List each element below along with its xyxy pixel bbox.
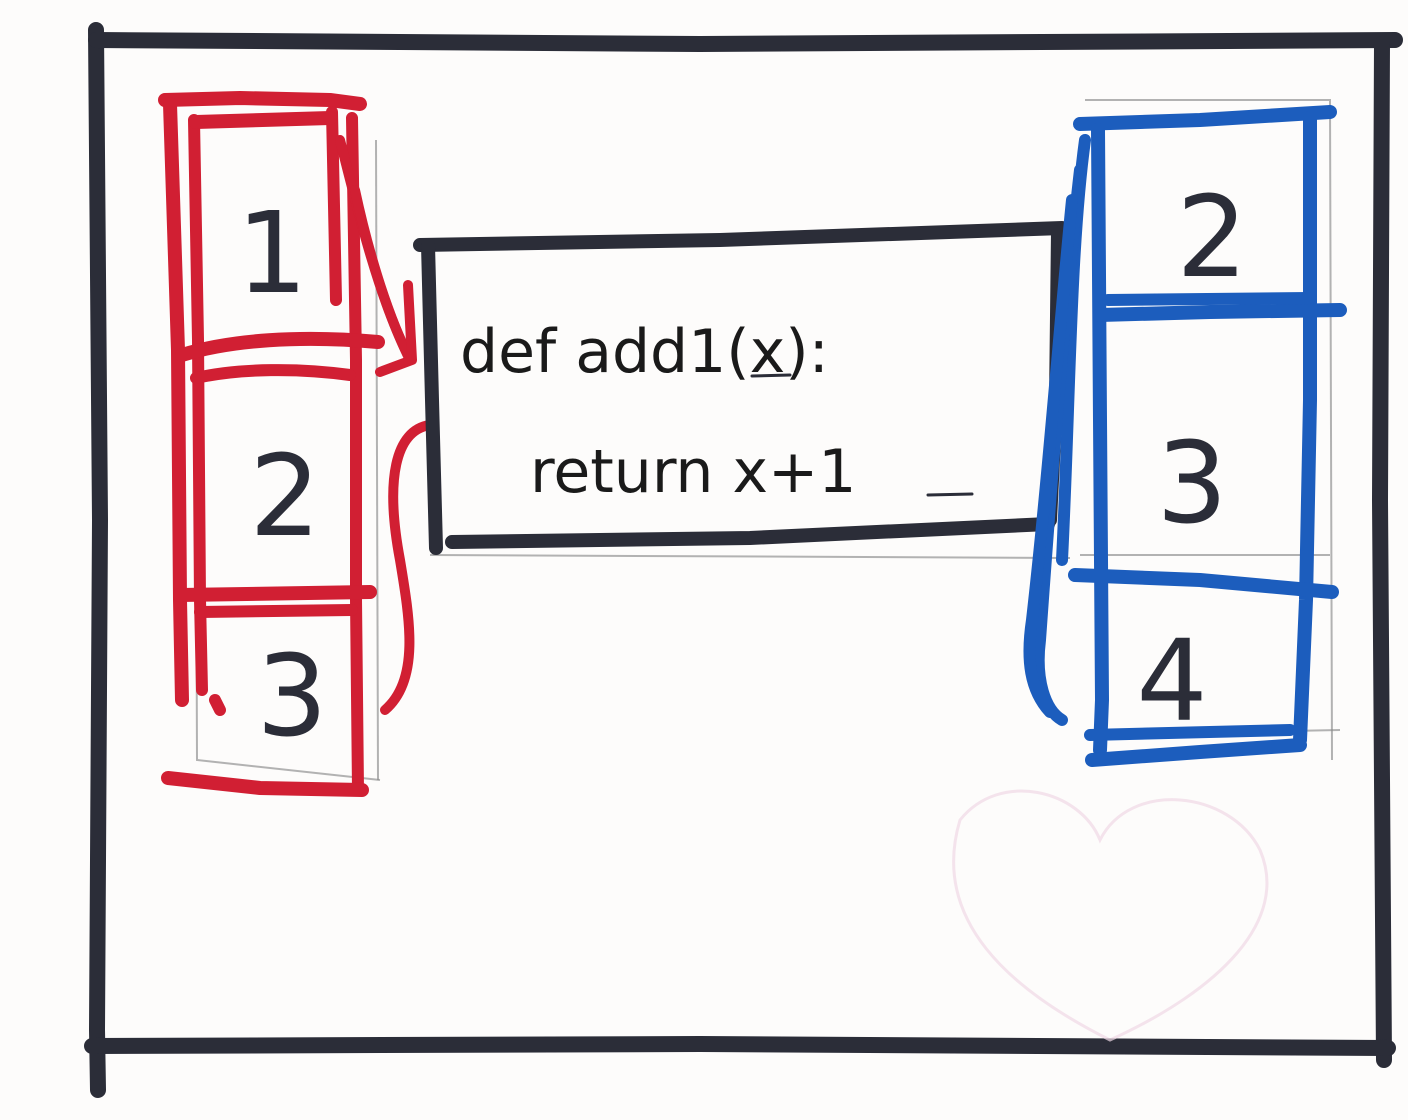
input-list-top-edge bbox=[158, 91, 367, 111]
output-divider-1 bbox=[1093, 303, 1347, 322]
output-list-bottom-edge bbox=[1085, 738, 1307, 767]
input-item-3: 3 bbox=[256, 632, 327, 762]
underline-1-return bbox=[926, 492, 974, 497]
frame-right-edge bbox=[1372, 36, 1392, 1068]
output-item-2: 2 bbox=[1176, 173, 1247, 303]
input-list-inner-left bbox=[188, 114, 208, 696]
input-cell-1-top bbox=[189, 111, 337, 129]
arrow-item-1-head bbox=[375, 280, 417, 377]
output-divider-1b bbox=[1102, 292, 1316, 306]
frame-left-edge bbox=[88, 22, 108, 1098]
output-list-inner-left bbox=[1091, 123, 1109, 757]
input-list-right-edge bbox=[346, 112, 364, 796]
frame-bottom-edge bbox=[84, 1036, 1396, 1056]
input-item-2: 2 bbox=[249, 432, 320, 562]
input-divider-2 bbox=[173, 585, 377, 602]
input-divider-2b bbox=[194, 604, 358, 618]
faint-background-sketch bbox=[952, 789, 1269, 1042]
underline-1-def bbox=[750, 373, 792, 378]
output-list-right-edge bbox=[1293, 111, 1317, 747]
function-box-bottom bbox=[445, 517, 1055, 549]
output-divider-2 bbox=[1068, 568, 1339, 599]
input-list-outer-left bbox=[163, 97, 189, 707]
function-box: def add1(x): return x+1 bbox=[413, 221, 1069, 555]
output-list: 2 3 4 bbox=[1023, 105, 1347, 767]
input-list-bottom-mark bbox=[209, 694, 226, 716]
input-divider-1 bbox=[175, 331, 385, 362]
input-list-right-inner bbox=[326, 106, 342, 306]
arrow-loop-return bbox=[380, 420, 435, 715]
output-item-3: 3 bbox=[1156, 419, 1227, 549]
function-box-top bbox=[413, 221, 1069, 252]
output-item-4: 4 bbox=[1136, 617, 1207, 747]
output-arrow-sweep-b bbox=[1023, 194, 1078, 718]
function-box-left bbox=[421, 238, 443, 555]
input-list-bottom-edge bbox=[161, 771, 369, 797]
input-divider-1b bbox=[190, 364, 356, 384]
input-list: 1 2 3 bbox=[158, 91, 385, 797]
function-return-line: return x+1 bbox=[530, 437, 856, 507]
output-list-bottom-inner bbox=[1084, 724, 1296, 741]
arrow-item-1-line-b bbox=[350, 185, 415, 365]
input-item-1: 1 bbox=[236, 189, 307, 319]
frame-top-edge bbox=[88, 32, 1403, 52]
outer-frame bbox=[84, 22, 1403, 1098]
output-list-top-edge bbox=[1073, 105, 1337, 131]
input-arrows bbox=[335, 135, 435, 715]
